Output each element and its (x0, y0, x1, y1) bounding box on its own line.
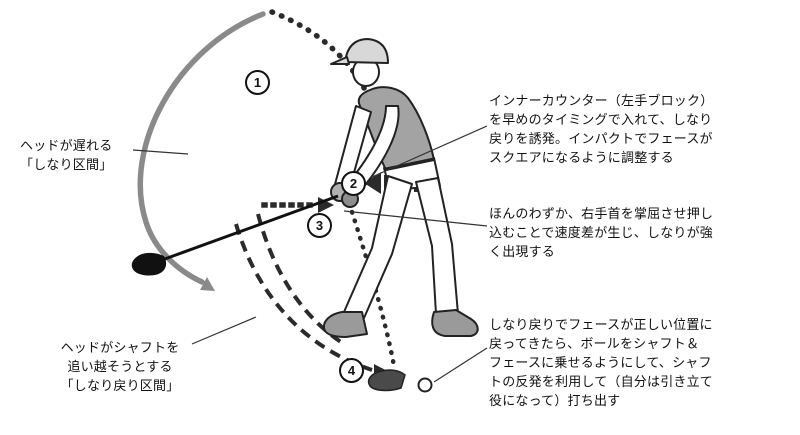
golf-ball (417, 377, 433, 393)
leader-line-right-top (371, 125, 488, 178)
marker-3: 3 (307, 213, 332, 238)
golf-club-head (131, 252, 167, 276)
counter-arrow-arrowhead (364, 172, 381, 194)
golfer-cap (344, 38, 389, 64)
marker-1: 1 (245, 70, 270, 95)
impact-club-head (367, 369, 406, 392)
leader-line-right-bottom (433, 347, 488, 383)
marker-2: 2 (341, 171, 366, 196)
leader-line-left-top (132, 149, 189, 155)
note-inner-counter: インナーカウンター（左手ブロック） を早めのタイミングで入れて、しなり 戻りを誘… (489, 93, 714, 165)
note-wrist-press: ほんのわずか、右手首を掌屈させ押し 込むことで速度差が生じ、しなりが強 く出現す… (489, 206, 714, 259)
golfer-shoe-left (322, 311, 368, 338)
release-arc-dashed-inner (256, 213, 346, 346)
note-release-hit: しなり戻りでフェースが正しい位置に 戻ってきたら、ボールをシャフト＆ フェースに… (489, 317, 714, 408)
backswing-arc-arrowhead (200, 277, 215, 291)
golfer-shoe-right (431, 309, 479, 337)
note-head-lag: ヘッドが遅れる 「しなり区間」 (20, 138, 113, 172)
leader-line-left-bottom (191, 316, 257, 345)
golfer-cap-brim (330, 56, 350, 65)
leader-line-right-middle (343, 210, 488, 227)
golfer-leg-right (415, 177, 459, 315)
backswing-arc (137, 11, 266, 285)
note-shaft-overtake: ヘッドがシャフトを 追い越そうとする 「しなり戻り区間」 (60, 340, 180, 393)
golf-club-shaft (161, 194, 339, 262)
marker-4: 4 (339, 358, 364, 383)
